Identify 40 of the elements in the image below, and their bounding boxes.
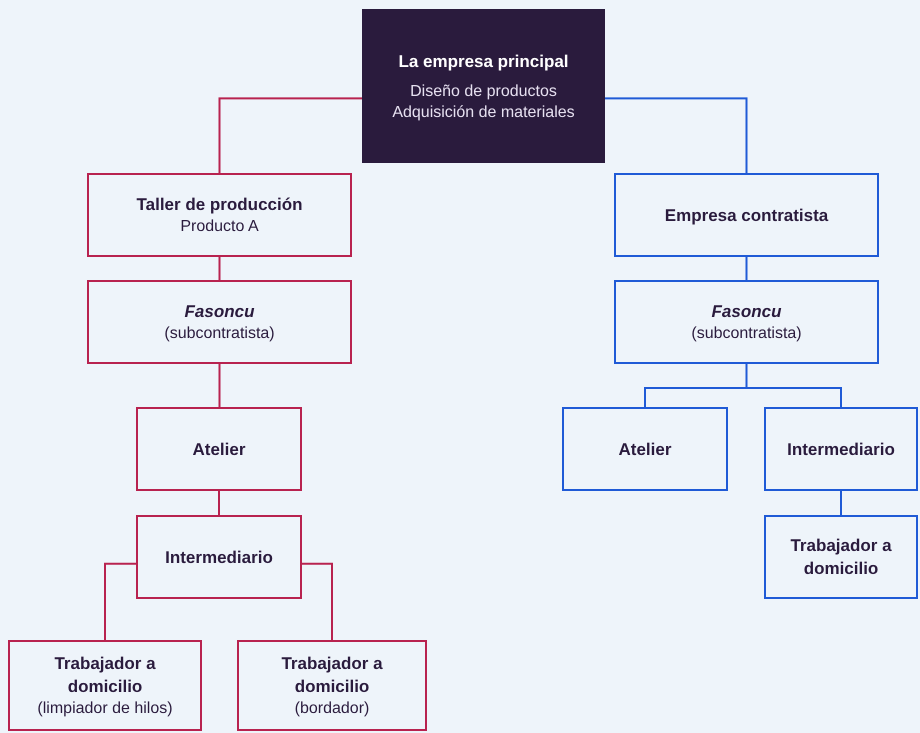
box-subtext: Diseño de productos Adquisición de materiales <box>391 82 576 122</box>
connector-line <box>746 257 748 280</box>
box-heading: Trabajador a domicilio <box>280 653 384 698</box>
org-box <box>136 515 302 599</box>
connector-line <box>605 97 748 173</box>
org-box <box>87 173 352 257</box>
box-heading: Intermediario <box>787 438 895 460</box>
connector-line <box>840 491 842 515</box>
connector-line <box>302 562 333 640</box>
box-subtext: Producto A <box>180 217 259 237</box>
org-box <box>562 407 728 491</box>
connector-line <box>218 97 362 173</box>
box-heading: Fasoncu <box>184 301 254 323</box>
org-box <box>8 640 202 731</box>
org-box <box>614 280 879 364</box>
org-box <box>87 280 352 364</box>
org-box <box>614 173 879 257</box>
connector-line <box>218 491 220 515</box>
box-subtext: (bordador) <box>294 699 370 719</box>
org-box <box>136 407 302 491</box>
connector-line <box>746 364 842 407</box>
box-heading: Taller de producción <box>136 194 302 216</box>
box-heading: Atelier <box>618 438 672 460</box>
connector-line <box>218 257 220 280</box>
box-heading: Fasoncu <box>712 301 782 323</box>
box-subtext: (subcontratista) <box>691 324 802 344</box>
box-heading: Atelier <box>192 438 246 460</box>
box-heading: Trabajador a domicilio <box>789 535 893 580</box>
box-subtext: (subcontratista) <box>164 324 275 344</box>
box-subtext: (limpiador de hilos) <box>37 699 173 719</box>
box-heading: La empresa principal <box>398 50 569 72</box>
org-box <box>237 640 427 731</box>
box-heading: Trabajador a domicilio <box>53 653 157 698</box>
connector-line <box>104 562 136 640</box>
connector-line <box>218 364 220 407</box>
main-company-box <box>362 9 605 163</box>
org-box <box>764 407 918 491</box>
box-heading: Intermediario <box>165 546 273 568</box>
box-heading: Empresa contratista <box>664 204 828 226</box>
org-box <box>764 515 918 599</box>
